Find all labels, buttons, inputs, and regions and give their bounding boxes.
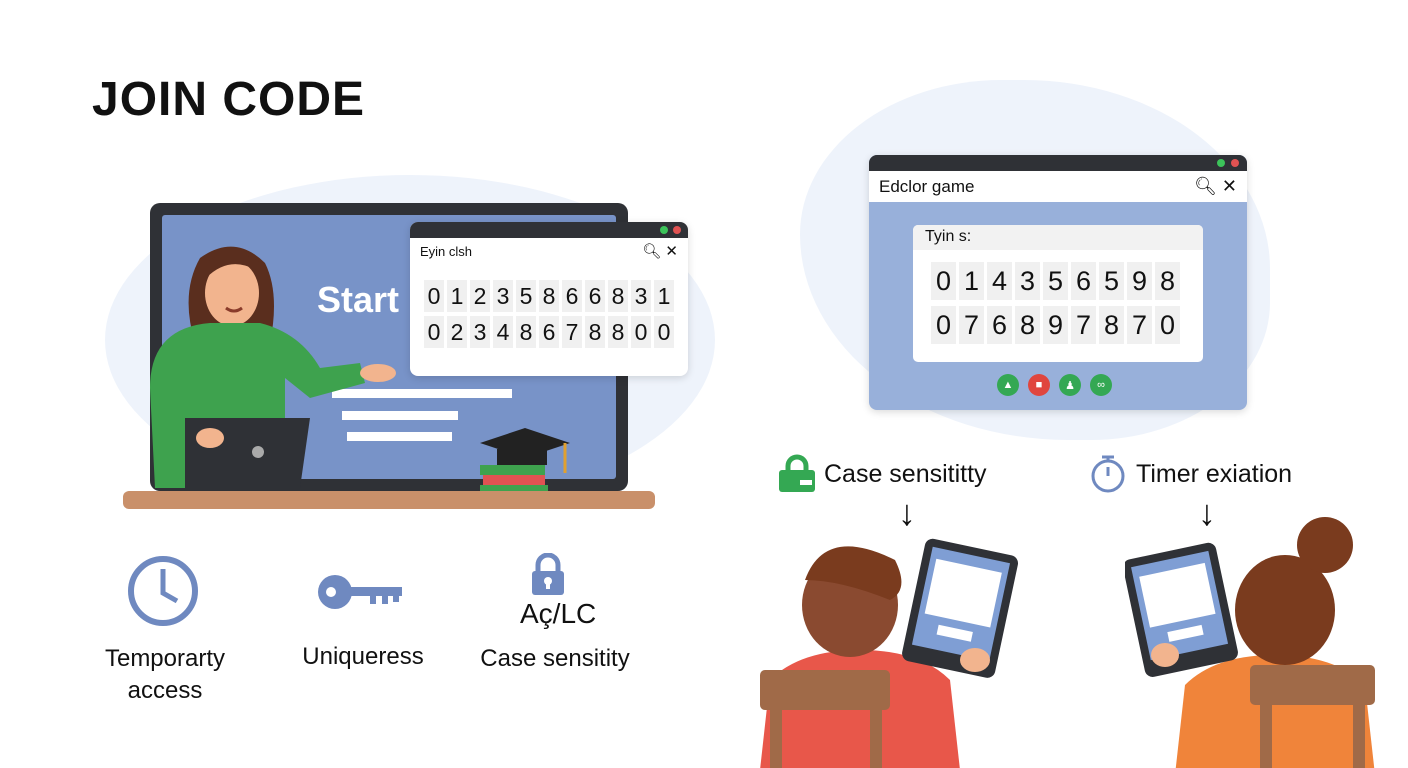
code-digit: 0 — [424, 316, 444, 348]
code-digit: 0 — [654, 316, 674, 348]
key-icon — [318, 575, 402, 609]
page-title: JOIN CODE — [92, 73, 366, 126]
chevron-up-button[interactable]: ▲ — [997, 374, 1019, 396]
case-sensitivity-label: Case sensititty — [778, 454, 987, 494]
clock-icon — [128, 556, 198, 626]
code-digit: 1 — [959, 262, 984, 300]
code-digit: 8 — [608, 280, 628, 312]
search-icon[interactable]: 🔍︎ — [1194, 176, 1217, 196]
text-line — [347, 432, 452, 441]
code-digit: 7 — [1071, 306, 1096, 344]
code-digit: 8 — [1015, 306, 1040, 344]
case-example-text: Aç/LC — [520, 598, 597, 629]
code-digit: 0 — [931, 262, 956, 300]
code-digit: 2 — [447, 316, 467, 348]
popup-title: Eyin clsh — [420, 243, 473, 259]
code-digit: 7 — [562, 316, 582, 348]
code-digit: 8 — [585, 316, 605, 348]
student-illustration — [1125, 517, 1375, 768]
desk — [123, 491, 655, 509]
code-digit: 8 — [1155, 262, 1180, 300]
code-digit: 6 — [585, 280, 605, 312]
lock-icon — [779, 454, 815, 492]
code-digit: 0 — [931, 306, 956, 344]
code-digit: 4 — [987, 262, 1012, 300]
lock-button[interactable]: ■ — [1028, 374, 1050, 396]
code-digit: 7 — [959, 306, 984, 344]
search-icon[interactable]: 🔍︎ — [642, 243, 662, 260]
card-label: Tyin s: — [913, 225, 1203, 250]
code-digit: 9 — [1127, 262, 1152, 300]
graduation-cap-books — [480, 428, 570, 493]
code-digit: 3 — [493, 280, 513, 312]
code-digit: 5 — [1099, 262, 1124, 300]
timer-label: Timer exiation — [1088, 454, 1292, 494]
person-button[interactable]: ♟ — [1059, 374, 1081, 396]
teacher-illustration — [150, 246, 396, 488]
arrow-down-icon: ↓ — [898, 492, 916, 533]
code-digit: 0 — [1155, 306, 1180, 344]
arrow-down-icon: ↓ — [1198, 492, 1216, 533]
text-line — [342, 411, 458, 420]
code-digit: 0 — [424, 280, 444, 312]
code-digit: 8 — [539, 280, 559, 312]
text-line — [332, 389, 512, 398]
feature-label: Case sensitity — [480, 645, 630, 672]
code-digit: 6 — [1071, 262, 1096, 300]
code-digit: 6 — [987, 306, 1012, 344]
code-digit: 4 — [493, 316, 513, 348]
window-title: Edclor game — [879, 176, 975, 196]
code-digit: 5 — [516, 280, 536, 312]
code-digit: 0 — [631, 316, 651, 348]
link-button[interactable]: ∞ — [1090, 374, 1112, 396]
code-digit: 6 — [539, 316, 559, 348]
code-digit: 9 — [1043, 306, 1068, 344]
close-icon[interactable]: ✕ — [1221, 176, 1237, 196]
code-digit: 8 — [608, 316, 628, 348]
code-digit: 3 — [631, 280, 651, 312]
feature-label: Uniqueress — [302, 643, 424, 670]
student-illustration — [760, 538, 1019, 768]
code-digit: 3 — [1015, 262, 1040, 300]
code-digit: 1 — [447, 280, 467, 312]
timer-icon — [1091, 455, 1125, 493]
close-icon[interactable]: ✕ — [665, 243, 678, 260]
code-digit: 7 — [1127, 306, 1152, 344]
code-digit: 1 — [654, 280, 674, 312]
code-digit: 8 — [1099, 306, 1124, 344]
feature-label: Temporarty access — [104, 645, 226, 704]
code-digit: 3 — [470, 316, 490, 348]
code-digit: 8 — [516, 316, 536, 348]
code-digit: 5 — [1043, 262, 1068, 300]
code-digit: 6 — [562, 280, 582, 312]
lock-icon — [532, 553, 564, 595]
code-digit: 2 — [470, 280, 490, 312]
